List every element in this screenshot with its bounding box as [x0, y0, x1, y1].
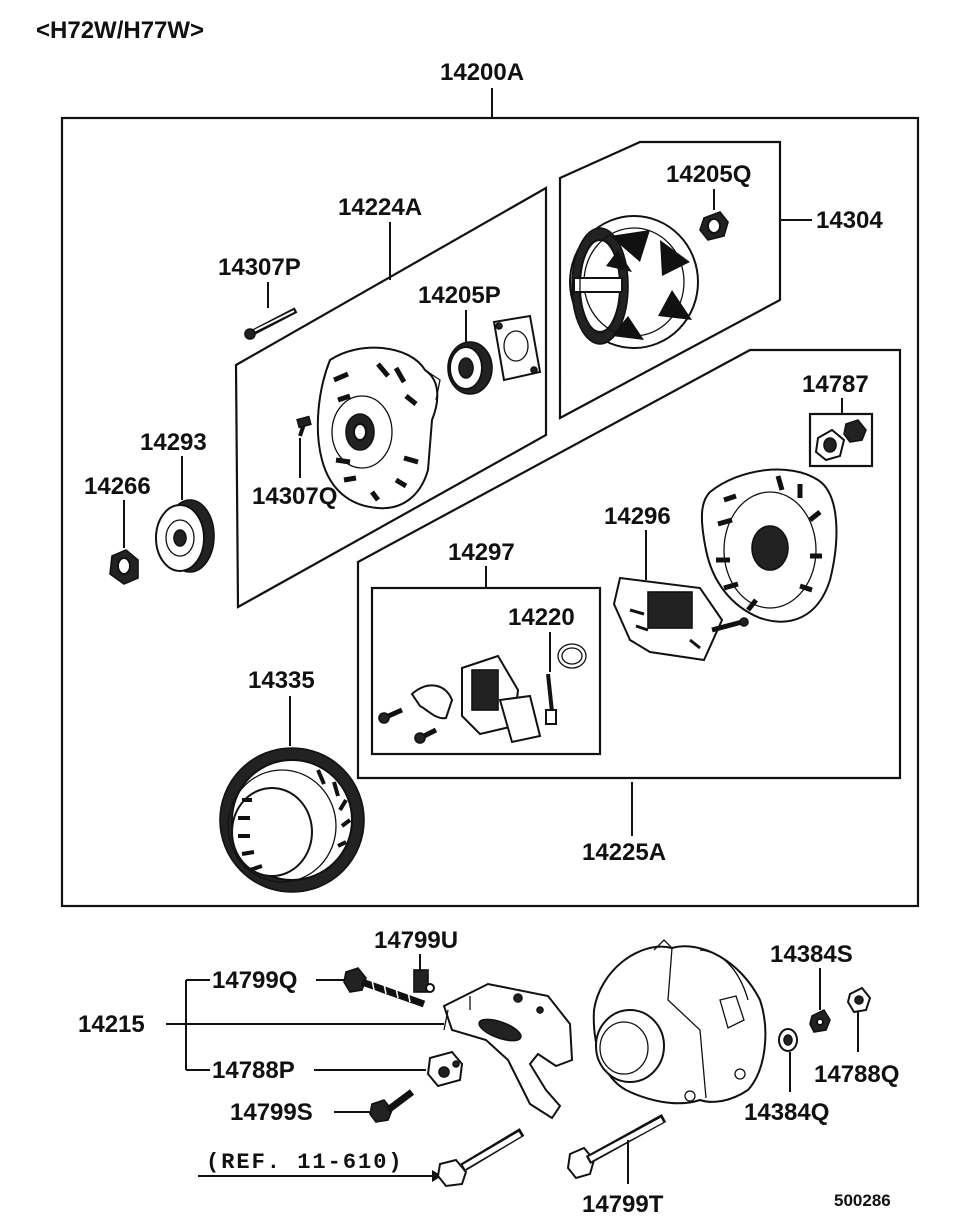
label-14205P[interactable]: 14205P [418, 282, 501, 309]
label-14799S[interactable]: 14799S [230, 1099, 313, 1126]
label-14307Q[interactable]: 14307Q [252, 483, 337, 510]
label-14304[interactable]: 14304 [816, 207, 883, 234]
label-14296[interactable]: 14296 [604, 503, 671, 530]
label-14384S[interactable]: 14384S [770, 941, 853, 968]
nut-icon[interactable] [109, 549, 139, 585]
bearing-icon[interactable] [447, 341, 493, 395]
rotor-icon[interactable] [569, 215, 699, 349]
model-title: <H72W/H77W> [36, 17, 204, 44]
label-14293[interactable]: 14293 [140, 429, 207, 456]
bolt-icon[interactable] [369, 1089, 415, 1123]
subgroup-frame-14224A [234, 186, 548, 609]
rear-bracket-icon[interactable] [316, 346, 441, 510]
insulator-icon[interactable] [814, 419, 867, 462]
label-14799T[interactable]: 14799T [582, 1191, 664, 1218]
label-14788P[interactable]: 14788P [212, 1057, 295, 1084]
diagram-code: 500286 [834, 1191, 891, 1210]
label-14307P[interactable]: 14307P [218, 254, 301, 281]
label-14787[interactable]: 14787 [802, 371, 869, 398]
washer-icon[interactable] [778, 1028, 798, 1052]
subgroup-frame-14297 [370, 586, 602, 756]
label-14224A[interactable]: 14224A [338, 194, 422, 221]
nut-icon[interactable] [809, 1008, 831, 1033]
subgroup-frame-14225A [356, 348, 902, 780]
nut-icon[interactable] [699, 211, 729, 241]
bolt-icon[interactable] [413, 969, 435, 993]
label-14266[interactable]: 14266 [84, 473, 151, 500]
alternator-icon[interactable] [592, 939, 767, 1105]
nut-icon[interactable] [846, 986, 872, 1014]
label-14215[interactable]: 14215 [78, 1011, 145, 1038]
label-14297[interactable]: 14297 [448, 539, 515, 566]
regulator-icon[interactable] [612, 576, 749, 662]
label-14384Q[interactable]: 14384Q [744, 1099, 829, 1126]
label-14799U[interactable]: 14799U [374, 927, 458, 954]
label-14200A[interactable]: 14200A [440, 59, 524, 86]
label-14335[interactable]: 14335 [248, 667, 315, 694]
label-14788Q[interactable]: 14788Q [814, 1061, 899, 1088]
bolt-icon[interactable] [436, 1128, 525, 1188]
label-14205Q[interactable]: 14205Q [666, 161, 751, 188]
label-14220[interactable]: 14220 [508, 604, 575, 631]
screw-icon[interactable] [296, 415, 312, 437]
pulley-icon[interactable] [155, 499, 215, 573]
nut-icon[interactable] [426, 1050, 464, 1088]
stator-icon[interactable] [219, 747, 365, 893]
bolt-icon[interactable] [244, 307, 298, 340]
brush-holder-icon[interactable] [378, 654, 557, 744]
bolt-icon[interactable] [343, 967, 426, 1008]
label-14799Q[interactable]: 14799Q [212, 967, 297, 994]
clip-icon[interactable] [557, 643, 587, 669]
mounting-bracket-icon[interactable] [442, 982, 574, 1120]
ref-note[interactable]: (REF. 11-610) [206, 1150, 404, 1175]
retainer-plate-icon[interactable] [492, 314, 542, 382]
subgroup-frame-14787 [808, 412, 874, 468]
bolt-icon[interactable] [566, 1114, 667, 1180]
front-bracket-icon[interactable] [700, 468, 838, 623]
label-14225A[interactable]: 14225A [582, 839, 666, 866]
assembly-frame [60, 116, 920, 908]
